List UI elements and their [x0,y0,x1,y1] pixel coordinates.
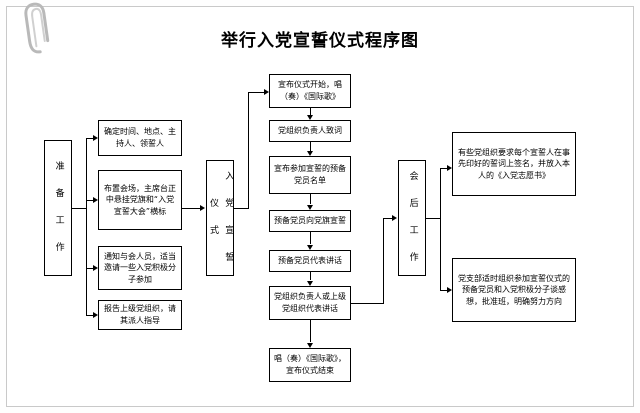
prep-item-1: 确定时间、地点、主持人、领誓人 [98,120,182,156]
column-label-prep: 准 备 工 作 [44,140,72,276]
paperclip-icon [24,2,50,54]
connector-ceremony-stem [234,208,248,209]
prep-item-3: 通知与会人员，适当邀请一些入党积极分子参加 [98,246,182,290]
connector-prep-4 [86,315,93,316]
connector-prep-2 [86,200,93,201]
ceremony-step-1: 宣布仪式开始，唱（奏）《国际歌》 [269,74,351,108]
ceremony-step-2: 党组织负责人致词 [269,120,351,142]
connector-prep-stem [72,208,86,209]
ceremony-step-3: 宣布参加宣誓的预备党员名单 [269,156,351,194]
ceremony-step-7: 唱（奏）《国际歌》，宣布仪式结束 [269,348,351,382]
arrow-prep-to-ceremony [200,205,205,211]
arrow-step5-step6 [307,281,313,286]
connector-prep-to-ceremony [182,208,200,209]
arrow-after-1 [447,165,452,171]
connector-after-stem [426,218,440,219]
connector-step4-step5 [310,232,311,244]
connector-after-bus [440,168,441,290]
arrow-after-2 [447,287,452,293]
prep-item-4: 报告上级党组织，请其派人指导 [98,300,182,330]
connector-step6-step7 [310,320,311,342]
after-item-1: 有些党组织要求每个宣誓人在事先印好的誓词上签名，并放入本人的《入党志愿书》 [452,132,576,196]
connector-ceremony-to-step1 [248,92,264,93]
connector-after-1 [440,168,447,169]
column-label-after: 会 后 工 作 [398,160,426,276]
ceremony-step-5: 预备党员代表讲话 [269,250,351,272]
connector-step1-step2 [310,108,311,116]
page-title: 举行入党宣誓仪式程序图 [221,31,419,51]
arrow-prep-4 [93,312,98,318]
connector-to-after-stem [383,218,392,219]
arrow-prep-1 [93,135,98,141]
connector-ceremony-to-after-v [383,218,384,304]
connector-prep-3 [86,268,93,269]
ceremony-step-4: 预备党员向党旗宣誓 [269,210,351,232]
arrow-step2-step3 [307,151,313,156]
after-item-2: 党支部适时组织参加宣誓仪式的预备党员和入党积极分子谈感想，批准班，明确努力方向 [452,258,576,322]
connector-step2-step3 [310,142,311,151]
arrow-prep-3 [93,265,98,271]
ceremony-step-6: 党组织负责人或上级党组织代表讲话 [269,286,351,320]
arrow-ceremony-to-step1 [264,89,269,95]
connector-after-2 [440,290,447,291]
arrow-to-after [392,215,397,221]
connector-step5-step6 [310,272,311,280]
connector-step3-step4 [310,194,311,204]
connector-ceremony-riser [248,92,249,209]
prep-item-2: 布置会场，主席台正中悬挂党旗和“入党宣誓大会”横标 [98,170,182,230]
column-label-ceremony: 入 党 宣 誓 仪 式 [206,160,234,276]
arrow-step3-step4 [307,205,313,210]
arrow-step4-step5 [307,245,313,250]
arrow-step6-step7 [307,343,313,348]
connector-ceremony-to-after-h [351,303,383,304]
arrow-step1-step2 [307,115,313,120]
connector-prep-bus [86,138,87,315]
arrow-prep-2 [93,197,98,203]
connector-prep-1 [86,138,93,139]
